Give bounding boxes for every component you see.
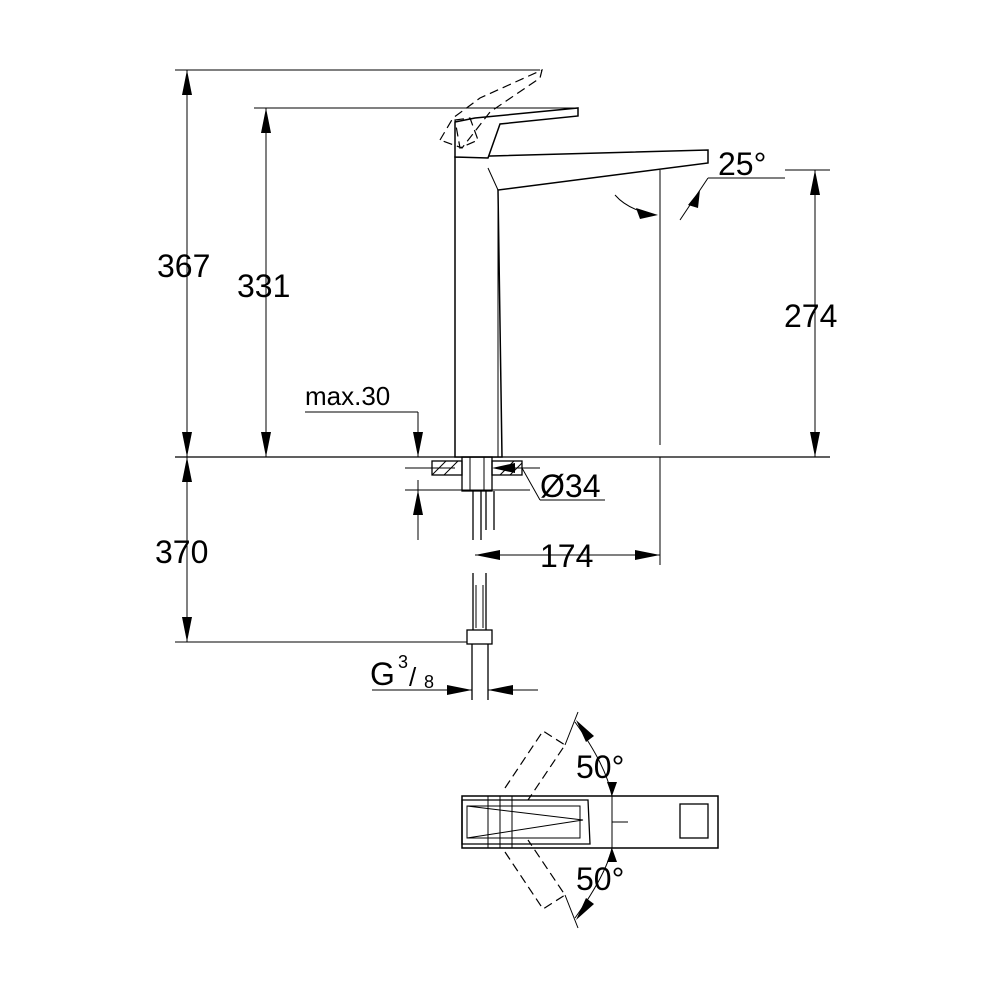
hose-connector <box>466 629 493 645</box>
dim-25-deg: 25° <box>718 146 766 182</box>
lever-open-dashed <box>439 68 543 149</box>
dim-thread-den: 8 <box>424 672 434 692</box>
faucet-body <box>454 149 709 458</box>
top-view-lever <box>461 799 591 845</box>
dim-50-deg-bottom: 50° <box>576 861 624 897</box>
dim-370: 370 <box>155 534 208 570</box>
dim-367: 367 <box>157 248 210 284</box>
faucet-body-edge <box>487 167 499 191</box>
dimension-lines <box>175 69 830 695</box>
dim-331: 331 <box>237 268 290 304</box>
dim-thread-num: 3 <box>398 652 408 672</box>
dimension-labels: 367 331 274 25° max.30 Ø34 174 370 G 3 /… <box>155 146 837 897</box>
dim-max30: max.30 <box>305 381 390 411</box>
hatch <box>509 462 523 476</box>
dim-50-deg-top: 50° <box>576 749 624 785</box>
dim-274: 274 <box>784 298 837 334</box>
swivel-lower-dashed <box>504 839 566 910</box>
faucet-top-view <box>461 711 719 929</box>
lever-closed <box>454 107 579 159</box>
dim-thread-g: G <box>370 656 395 692</box>
dim-174: 174 <box>540 538 593 574</box>
dim-diameter-34: Ø34 <box>540 468 600 504</box>
swivel-upper-dashed <box>504 730 566 801</box>
mounting-shank <box>461 456 493 492</box>
top-view-outlet <box>679 803 709 839</box>
faucet-side-view <box>175 68 830 700</box>
dim-thread-slash: / <box>409 662 417 692</box>
